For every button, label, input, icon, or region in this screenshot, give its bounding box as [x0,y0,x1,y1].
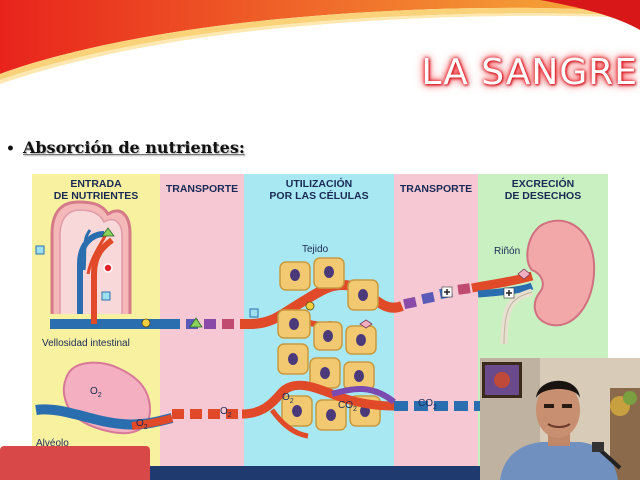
marker-square-villus [101,291,111,301]
label-o2-alveolo-sub: 2 [97,392,102,399]
column-header-utilizacion-line1: UTILIZACIÓN [285,178,353,190]
column-header-transporte-1-line1: TRANSPORTE [165,183,239,195]
label-o2-transport-sub: 2 [227,412,232,419]
label-o2-transport: O2 [220,406,232,419]
presenter-shirt [500,442,618,480]
diagram-illustration [32,174,608,466]
label-o2-tissue-sub: 2 [289,398,294,405]
marker-triangle-villus [101,227,115,237]
label-alveolo-line1: Alvéolo [36,438,69,449]
label-o2-tissue: O2 [282,392,294,405]
intestinal-villus-illustration [50,200,132,314]
bullet-dot: • [6,141,15,157]
label-co2-transport-sub: 2 [433,404,437,411]
label-co2-tissue: CO2 [338,400,357,413]
label-vellosidad: Vellosidad intestinal [42,338,130,349]
column-bg-transporte-2 [394,174,478,466]
vessel-lower-tissue [241,380,395,419]
bottom-left-accent-tab [0,446,150,480]
slide-title: LA SANGRE [421,52,638,93]
label-o2-tissue-text: O [282,392,290,403]
label-tejido: Tejido [302,244,329,255]
column-header-excrecion-line1: EXCRECIÓN [511,178,575,190]
label-o2-alveolo: O2 [90,386,102,399]
marker-cross-transport [441,286,453,298]
bullet-item: • Absorción de nutrientes: [6,138,245,157]
label-o2-vessel-sub: 2 [143,424,148,431]
label-o2-vessel: O2 [136,418,148,431]
column-header-entrada-line2: DE NUTRIENTES [53,190,139,202]
webcam-video-overlay [480,358,640,480]
label-rinon: Riñón [494,246,521,257]
marker-circle-red [103,263,113,273]
kidney-illustration [500,219,596,345]
webcam-presenter-image [480,358,640,480]
label-co2-transport-text: CO [418,398,433,409]
column-header-excrecion-line2: DE DESECHOS [504,190,582,202]
marker-triangle-transport [189,317,203,328]
label-o2-alveolo-text: O [90,386,98,397]
label-co2-tissue-text: CO [338,400,353,411]
column-header-entrada-line1: ENTRADA [70,178,122,190]
vessel-kidney-in [471,271,534,293]
marker-square-tissue [249,308,259,318]
column-header-utilizacion-line2: POR LAS CÉLULAS [269,190,369,202]
column-header-excrecion: EXCRECIÓN DE DESECHOS [478,178,608,202]
label-co2-tissue-sub: 2 [353,406,357,413]
column-header-transporte-2: TRANSPORTE [394,183,478,195]
column-header-entrada: ENTRADA DE NUTRIENTES [36,178,156,202]
marker-diamond-kidney [517,268,531,280]
label-co2-transport: CO2 [418,398,437,411]
title-swoosh-decoration [0,0,640,84]
marker-circle-yellow [141,318,151,328]
column-header-transporte-2-line1: TRANSPORTE [399,183,473,195]
column-header-transporte-1: TRANSPORTE [160,183,244,195]
marker-cross-kidney [503,287,515,299]
column-header-utilizacion: UTILIZACIÓN POR LAS CÉLULAS [244,178,394,202]
tissue-cells [277,257,381,431]
bottom-accent-bar [150,466,490,480]
marker-diamond-tissue [359,319,373,329]
label-o2-vessel-text: O [136,418,144,429]
marker-square-left [35,245,45,255]
vessel-lower-transport-1 [172,409,238,419]
blood-function-diagram: ENTRADA DE NUTRIENTES TRANSPORTE UTILIZA… [32,174,608,466]
bullet-text: Absorción de nutrientes: [22,138,245,157]
marker-circle-tissue [305,301,315,311]
label-o2-transport-text: O [220,406,228,417]
